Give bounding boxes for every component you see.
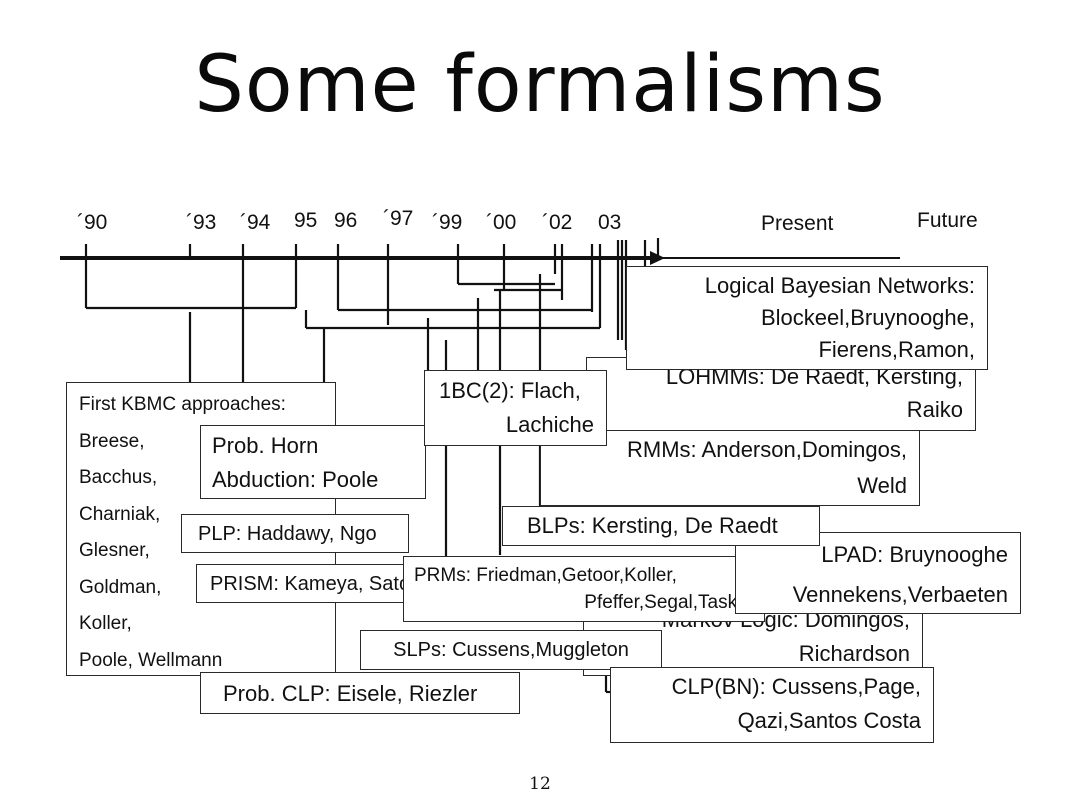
year-label: ´94	[240, 211, 271, 234]
box-line: Logical Bayesian Networks:	[704, 273, 975, 298]
box-line: Abduction: Poole	[212, 467, 379, 492]
box-line: Prob. CLP: Eisele, Riezler	[223, 681, 478, 706]
box-line: BLPs: Kersting, De Raedt	[527, 513, 778, 538]
prism-box: PRISM: Kameya, Sato	[196, 564, 439, 603]
kbmc-line: First KBMC approaches:	[79, 394, 286, 415]
clpbn-box: CLP(BN): Cussens,Page, Qazi,Santos Costa	[610, 667, 934, 743]
box-line: Pfeffer,Segal,Taskar	[584, 592, 754, 613]
kbmc-line: Koller,	[79, 613, 132, 634]
onebc-box: 1BC(2): Flach, Lachiche	[424, 370, 607, 446]
year-label: ´90	[77, 211, 108, 234]
box-line: Raiko	[906, 397, 963, 422]
year-label: 96	[334, 209, 358, 232]
box-line: SLPs: Cussens,Muggleton	[393, 639, 629, 661]
present-label: Present	[761, 212, 834, 235]
year-label: ´93	[186, 211, 217, 234]
box-line: CLP(BN): Cussens,Page,	[671, 674, 921, 699]
year-label: 95	[294, 209, 318, 232]
box-line: RMMs: Anderson,Domingos,	[627, 437, 907, 462]
prms-box: PRMs: Friedman,Getoor,Koller, Pfeffer,Se…	[403, 556, 765, 622]
box-line: Fierens,Ramon,	[818, 337, 975, 362]
kbmc-line: Glesner,	[79, 540, 150, 561]
kbmc-line: Bacchus,	[79, 467, 158, 488]
year-label: ´99	[432, 211, 463, 234]
box-line: Prob. Horn	[212, 433, 319, 458]
kbmc-line: Charniak,	[79, 503, 161, 525]
box-line: PRMs: Friedman,Getoor,Koller,	[414, 565, 677, 586]
year-label: ´02	[542, 211, 573, 234]
kbmc-line: Poole, Wellmann	[79, 649, 223, 671]
box-line: Weld	[857, 473, 907, 498]
kbmc-line: Goldman,	[79, 576, 162, 598]
box-line: 1BC(2): Flach,	[439, 378, 581, 403]
logical-bayesian-networks-box: Logical Bayesian Networks: Blockeel,Bruy…	[626, 266, 988, 370]
prob-horn-box: Prob. Horn Abduction: Poole	[200, 425, 426, 499]
box-line: Blockeel,Bruynooghe,	[760, 305, 975, 330]
year-label: 03	[598, 211, 622, 234]
box-line: PRISM: Kameya, Sato	[210, 573, 411, 595]
box-line: Vennekens,Verbaeten	[792, 582, 1008, 607]
box-line: PLP: Haddawy, Ngo	[198, 523, 377, 545]
prob-clp-box: Prob. CLP: Eisele, Riezler	[200, 672, 520, 714]
box-line: LPAD: Bruynooghe	[821, 542, 1008, 567]
year-label: ´97	[383, 207, 414, 230]
slide-title: Some formalisms	[194, 40, 886, 130]
slps-box: SLPs: Cussens,Muggleton	[360, 630, 662, 670]
year-label: ´00	[486, 211, 517, 234]
blps-box: BLPs: Kersting, De Raedt	[502, 506, 820, 546]
page-number: 12	[529, 774, 551, 794]
box-line: Qazi,Santos Costa	[737, 708, 921, 733]
plp-box: PLP: Haddawy, Ngo	[181, 514, 409, 553]
future-label: Future	[917, 209, 978, 232]
kbmc-line: Breese,	[79, 430, 145, 452]
box-line: Richardson	[798, 641, 910, 666]
box-line: Lachiche	[505, 412, 594, 437]
